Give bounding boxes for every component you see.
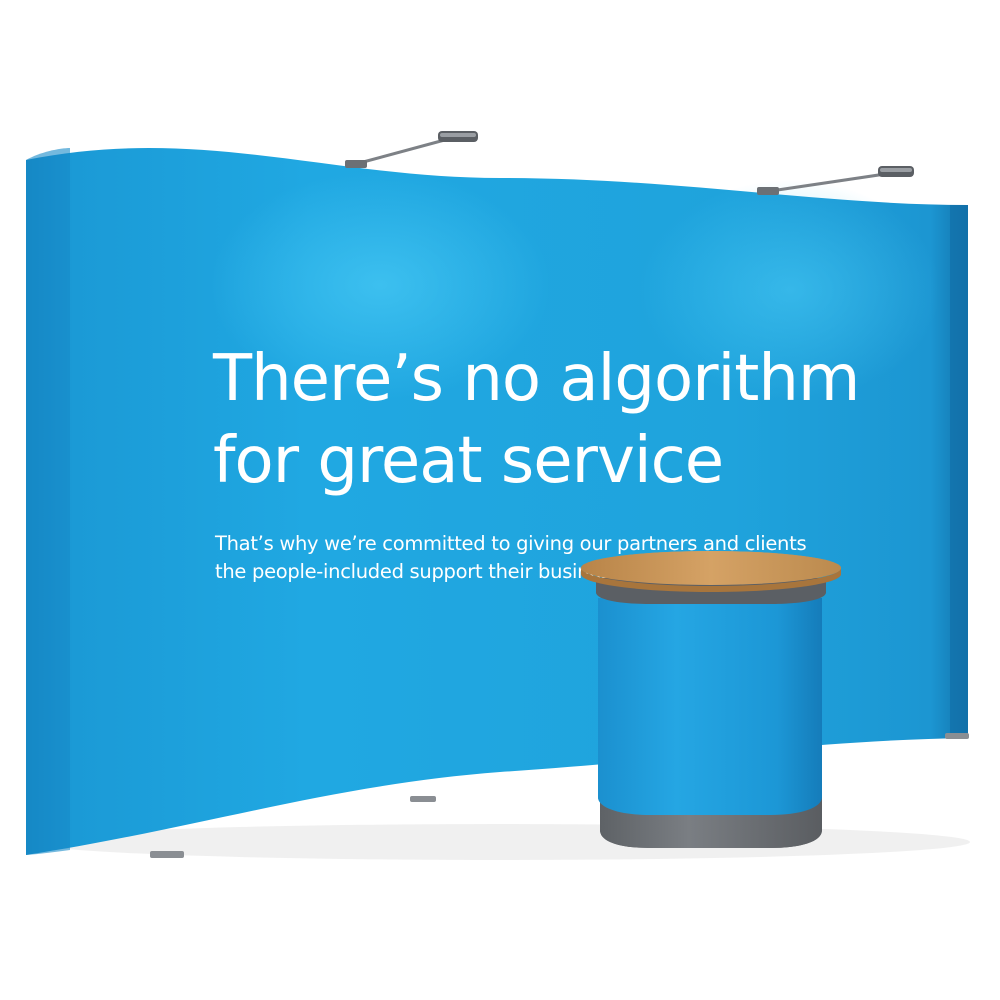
promo-counter bbox=[581, 551, 841, 848]
subline-line-2: the people-included support their busine… bbox=[215, 560, 696, 583]
headline-line-2: for great service bbox=[213, 424, 724, 498]
subline-line-1: That’s why we’re committed to giving our… bbox=[215, 532, 807, 555]
spotlight-left bbox=[345, 131, 478, 168]
headline-line-1: There’s no algorithm bbox=[213, 342, 860, 416]
banner-subline: That’s why we’re committed to giving our… bbox=[215, 530, 855, 586]
wall-feet bbox=[150, 733, 969, 858]
banner-headline: There’s no algorithm for great service bbox=[213, 338, 860, 502]
spotlight-right bbox=[757, 166, 914, 195]
